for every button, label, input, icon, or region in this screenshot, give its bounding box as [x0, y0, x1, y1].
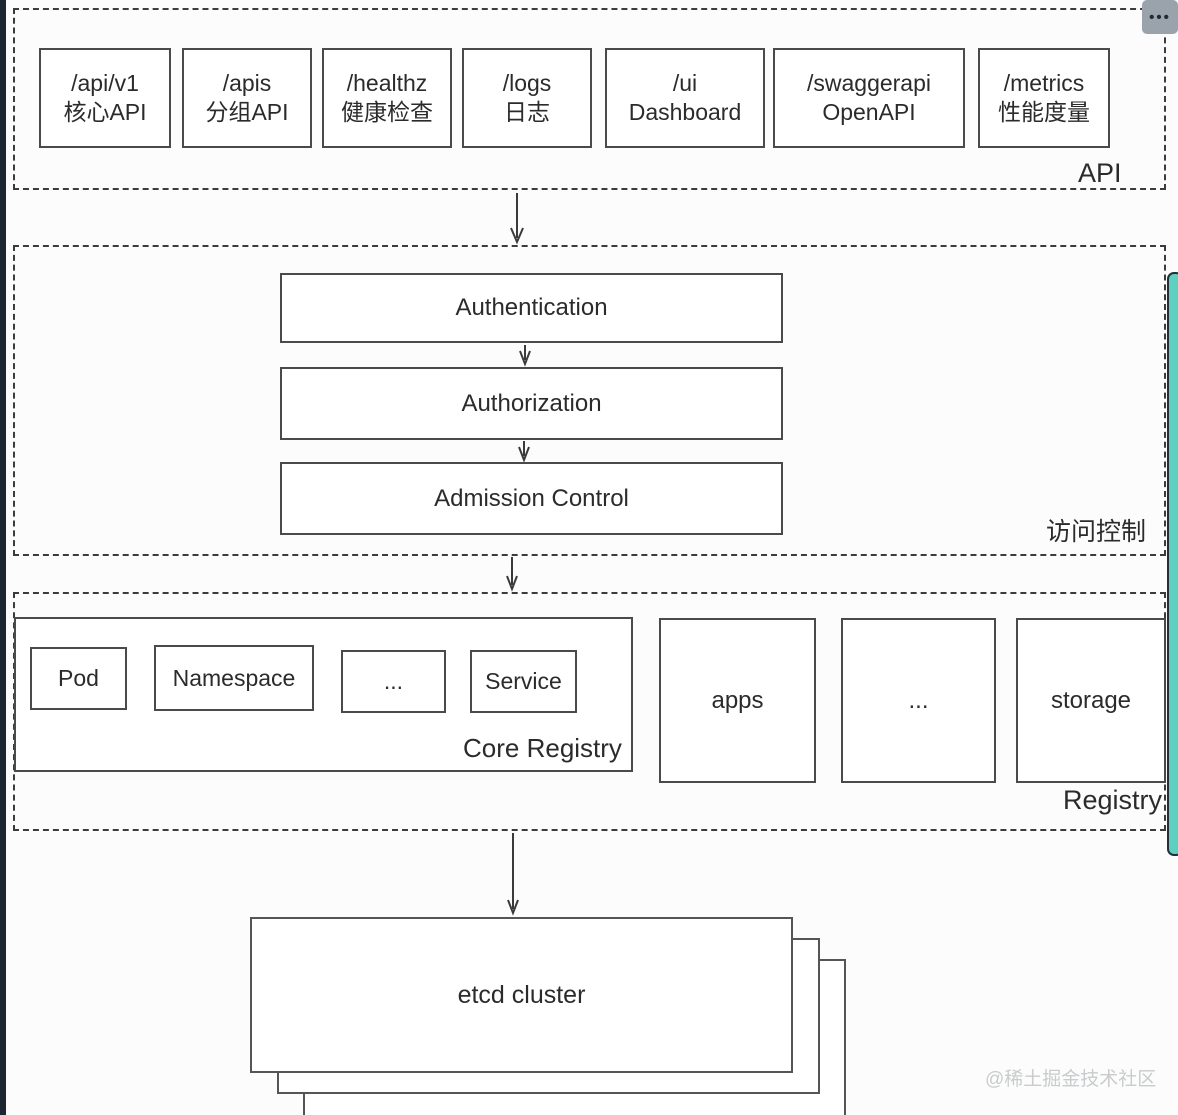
- endpoint-path: /ui: [672, 70, 698, 97]
- core-resource-box: Service: [470, 650, 577, 713]
- api-endpoint-box: /logs 日志: [462, 48, 592, 148]
- api-endpoint-box: /metrics 性能度量: [978, 48, 1110, 148]
- api-endpoint-box: /healthz 健康检查: [322, 48, 452, 148]
- ellipsis-icon: •••: [1149, 8, 1171, 26]
- endpoint-path: /healthz: [346, 70, 428, 97]
- api-endpoint-box: /ui Dashboard: [605, 48, 765, 148]
- endpoint-desc: 分组API: [205, 99, 289, 125]
- endpoint-path: /apis: [222, 70, 272, 97]
- endpoint-path: /swaggerapi: [806, 70, 932, 97]
- core-resource-box: ...: [341, 650, 446, 713]
- auth-step-box: Authorization: [280, 367, 783, 440]
- access-control-section-label: 访问控制: [1046, 518, 1147, 546]
- registry-group-box: apps: [659, 618, 816, 783]
- api-endpoint-box: /swaggerapi OpenAPI: [773, 48, 965, 148]
- step-label: Authorization: [461, 389, 602, 417]
- api-section-frame: [13, 8, 1166, 190]
- step-label: Admission Control: [434, 484, 629, 512]
- scrollbar-thumb[interactable]: [1167, 272, 1178, 856]
- auth-step-box: Admission Control: [280, 462, 783, 535]
- registry-group-label: apps: [711, 686, 764, 714]
- endpoint-path: /logs: [502, 70, 552, 97]
- api-endpoint-box: /apis 分组API: [182, 48, 312, 148]
- registry-group-label: storage: [1050, 686, 1132, 714]
- overflow-menu-button[interactable]: •••: [1142, 0, 1178, 34]
- core-resource-label: Pod: [58, 665, 99, 692]
- endpoint-desc: 日志: [504, 99, 550, 125]
- core-resource-box: Pod: [30, 647, 127, 710]
- endpoint-path: /api/v1: [71, 70, 139, 97]
- registry-group-box: ...: [841, 618, 996, 783]
- auth-step-box: Authentication: [280, 273, 783, 343]
- left-edge-strip: [0, 0, 6, 1115]
- core-registry-label: Core Registry: [463, 733, 622, 763]
- endpoint-desc: 性能度量: [998, 99, 1090, 125]
- access-control-section-frame: [13, 245, 1166, 556]
- core-resource-box: Namespace: [154, 645, 314, 711]
- endpoint-path: /metrics: [1003, 70, 1085, 97]
- endpoint-desc: OpenAPI: [822, 99, 916, 125]
- core-resource-label: Service: [485, 668, 562, 695]
- registry-group-box: storage: [1016, 618, 1166, 783]
- etcd-cluster-label: etcd cluster: [457, 980, 586, 1009]
- step-label: Authentication: [455, 294, 608, 321]
- api-section-label: API: [1078, 158, 1122, 188]
- registry-group-label: ...: [908, 686, 929, 714]
- endpoint-desc: Dashboard: [628, 99, 742, 125]
- core-resource-label: ...: [383, 668, 404, 695]
- watermark-text: @稀土掘金技术社区: [985, 1069, 1157, 1090]
- api-endpoint-box: /api/v1 核心API: [39, 48, 171, 148]
- endpoint-desc: 核心API: [63, 99, 147, 125]
- etcd-cluster-box: etcd cluster: [250, 917, 793, 1073]
- core-resource-label: Namespace: [172, 664, 296, 691]
- registry-section-label: Registry: [1063, 785, 1163, 815]
- endpoint-desc: 健康检查: [341, 99, 433, 125]
